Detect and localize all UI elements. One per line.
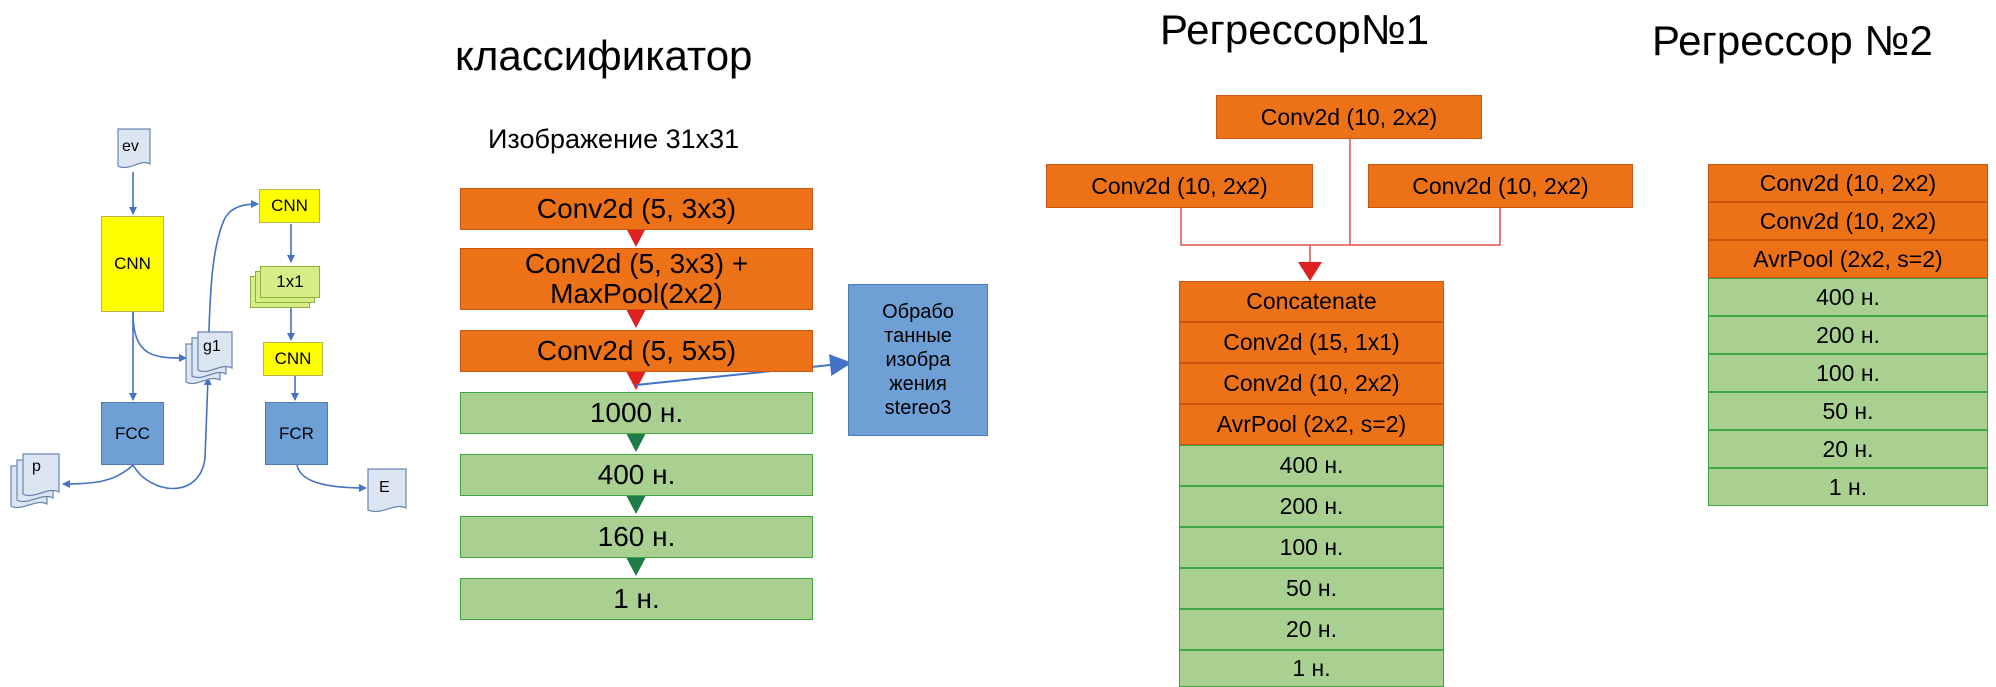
regressor1-title: Регрессор№1 xyxy=(1160,6,1430,53)
g1-label: g1 xyxy=(203,338,221,355)
classifier-conv2-line2: MaxPool(2x2) xyxy=(550,278,723,309)
regressor2-dense-200: 200 н. xyxy=(1708,316,1988,354)
classifier-conv1: Conv2d (5, 3x3) xyxy=(460,188,813,230)
document-icon xyxy=(117,128,151,168)
document-icon xyxy=(367,468,407,512)
cnn-mid-block: CNN xyxy=(263,342,323,376)
e-document: E xyxy=(367,468,407,516)
regressor2-dense-400: 400 н. xyxy=(1708,278,1988,316)
classifier-dense-400: 400 н. xyxy=(460,454,813,496)
classifier-conv2-line1: Conv2d (5, 3x3) + xyxy=(524,248,749,279)
ev-document: ev xyxy=(117,128,151,172)
regressor1-dense-200: 200 н. xyxy=(1179,486,1444,527)
processed-line-3: изобра xyxy=(885,349,951,371)
regressor1-concatenate: Concatenate xyxy=(1179,281,1444,322)
processed-line-1: Обрабо xyxy=(882,301,954,323)
g1-document-stack: g1 xyxy=(184,330,236,390)
fcc-block: FCC xyxy=(101,402,164,465)
classifier-dense-1000: 1000 н. xyxy=(460,392,813,434)
cnn-main-block: CNN xyxy=(101,216,164,312)
document-stack-icon xyxy=(185,331,233,384)
processed-line-4: жения xyxy=(889,373,947,395)
classifier-title: классификатор xyxy=(455,32,753,79)
processed-line-2: танные xyxy=(884,325,952,347)
conv-1x1-stack: 1x1 xyxy=(250,264,330,310)
regressor1-dense-1: 1 н. xyxy=(1179,650,1444,687)
classifier-conv3: Conv2d (5, 5x5) xyxy=(460,330,813,372)
classifier-input-label: Изображение 31x31 xyxy=(488,124,740,154)
regressor2-dense-100: 100 н. xyxy=(1708,354,1988,392)
processed-images-box: Обрабо танные изобра жения stereo3 xyxy=(848,284,988,436)
regressor2-conv-b: Conv2d (10, 2x2) xyxy=(1708,202,1988,240)
p-label: p xyxy=(32,458,41,475)
classifier-dense-160: 160 н. xyxy=(460,516,813,558)
regressor1-dense-100: 100 н. xyxy=(1179,527,1444,568)
classifier-dense-1: 1 н. xyxy=(460,578,813,620)
cnn-top-block: CNN xyxy=(259,189,320,223)
regressor1-dense-400: 400 н. xyxy=(1179,445,1444,486)
e-label: E xyxy=(379,479,390,496)
regressor1-conv-15: Conv2d (15, 1x1) xyxy=(1179,322,1444,363)
regressor1-arrow xyxy=(1298,262,1322,281)
regressor1-conv-10: Conv2d (10, 2x2) xyxy=(1179,363,1444,404)
regressor2-dense-50: 50 н. xyxy=(1708,392,1988,430)
processed-line-5: stereo3 xyxy=(884,397,952,419)
regressor2-dense-20: 20 н. xyxy=(1708,430,1988,468)
regressor1-right-conv: Conv2d (10, 2x2) xyxy=(1368,164,1633,208)
classifier-conv2-maxpool: Conv2d (5, 3x3) + MaxPool(2x2) xyxy=(460,248,813,310)
regressor1-dense-50: 50 н. xyxy=(1179,568,1444,609)
regressor2-title: Регрессор №2 xyxy=(1652,17,1933,64)
regressor2-dense-1: 1 н. xyxy=(1708,468,1988,506)
fcr-block: FCR xyxy=(265,402,328,465)
regressor1-top-conv: Conv2d (10, 2x2) xyxy=(1216,95,1482,139)
conv-1x1-label: 1x1 xyxy=(276,272,304,291)
regressor1-dense-20: 20 н. xyxy=(1179,609,1444,650)
document-stack-icon xyxy=(10,453,60,508)
ev-label: ev xyxy=(122,138,139,155)
p-document-stack: p xyxy=(9,450,65,516)
regressor2-conv-a: Conv2d (10, 2x2) xyxy=(1708,164,1988,202)
regressor1-avrpool: AvrPool (2x2, s=2) xyxy=(1179,404,1444,445)
regressor1-left-conv: Conv2d (10, 2x2) xyxy=(1046,164,1313,208)
regressor2-avrpool: AvrPool (2x2, s=2) xyxy=(1708,240,1988,278)
